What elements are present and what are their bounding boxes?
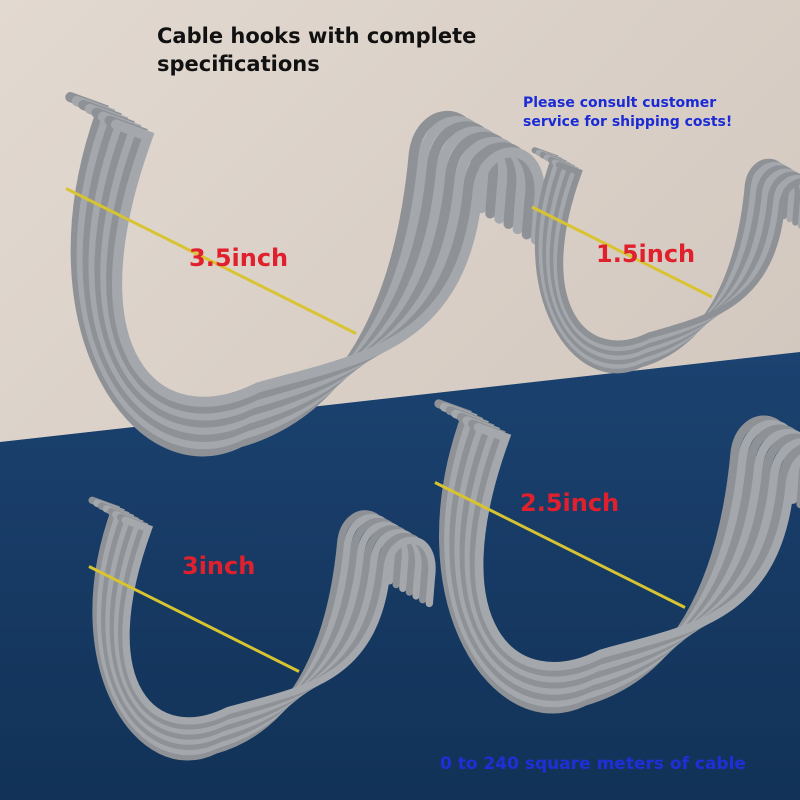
bundle-1-5inch-hook (555, 161, 800, 347)
shipping-note: Please consult customer service for ship… (523, 95, 733, 130)
bundle-1-5inch-tie-wire (531, 205, 713, 299)
size-label-2-5inch: 2.5inch (520, 489, 620, 517)
size-label-3-5inch: 3.5inch (189, 244, 289, 272)
hook-bundle-2-5inch (434, 399, 800, 714)
cable-range-caption: 0 to 240 square meters of cable (440, 754, 746, 774)
bundle-3-5inch-tie-wire (65, 187, 357, 335)
bundle-3inch-tie-wire (88, 565, 300, 673)
hook-bundle-3inch (88, 496, 436, 761)
hook-bundle-1-5inch (531, 147, 800, 374)
size-label-3inch: 3inch (182, 552, 256, 580)
hook-bundle-3-5inch (65, 92, 545, 457)
page-title: Cable hooks with complete specifications (157, 24, 477, 76)
bundle-2-5inch-tie-wire (434, 481, 686, 609)
bundle-2-5inch-hook (473, 423, 800, 671)
bundle-3-5inch-hook (110, 119, 545, 407)
bundle-3inch-hook (121, 516, 436, 725)
size-label-1-5inch: 1.5inch (596, 240, 696, 268)
